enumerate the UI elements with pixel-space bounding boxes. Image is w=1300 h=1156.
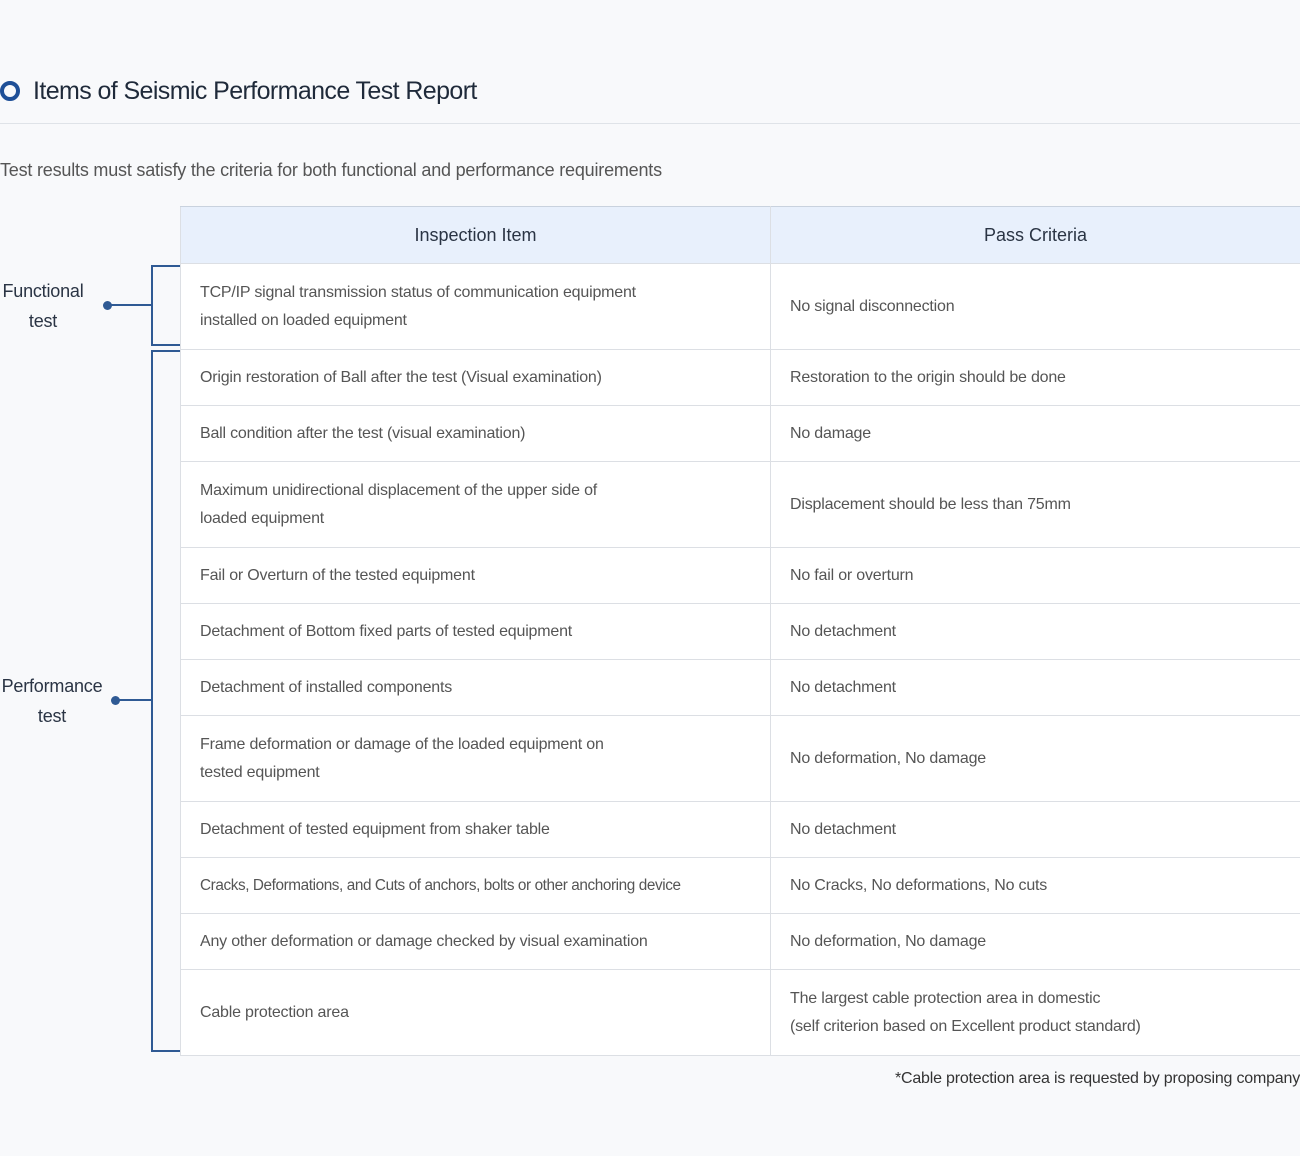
table-row: Ball condition after the test (visual ex… bbox=[180, 405, 1300, 462]
table-row: Detachment of tested equipment from shak… bbox=[180, 801, 1300, 858]
inspection-item-cell: Detachment of tested equipment from shak… bbox=[180, 801, 771, 858]
table-row: Fail or Overturn of the tested equipment… bbox=[180, 547, 1300, 604]
intro-text: Test results must satisfy the criteria f… bbox=[0, 160, 662, 180]
group-label-performance-line2: test bbox=[37, 706, 67, 726]
pass-criteria-cell: No fail or overturn bbox=[770, 547, 1300, 604]
group-label-performance: Performance test bbox=[0, 671, 104, 731]
pass-criteria-cell: Displacement should be less than 75mm bbox=[770, 461, 1300, 548]
table-row: Cracks, Deformations, and Cuts of anchor… bbox=[180, 857, 1300, 914]
table-row: Any other deformation or damage checked … bbox=[180, 913, 1300, 970]
table-row: Origin restoration of Ball after the tes… bbox=[180, 349, 1300, 406]
pass-criteria-cell: No Cracks, No deformations, No cuts bbox=[770, 857, 1300, 914]
circle-bullet-icon bbox=[0, 81, 20, 101]
functional-bracket bbox=[151, 265, 180, 346]
pass-criteria-cell: The largest cable protection area in dom… bbox=[770, 969, 1300, 1056]
inspection-item-cell: Cracks, Deformations, and Cuts of anchor… bbox=[180, 857, 771, 914]
table-row: TCP/IP signal transmission status of com… bbox=[180, 263, 1300, 350]
table-row: Detachment of installed components No de… bbox=[180, 659, 1300, 716]
group-label-functional-line1: Functional bbox=[2, 281, 84, 301]
footnote: *Cable protection area is requested by p… bbox=[894, 1070, 1300, 1087]
inspection-item-cell: Cable protection area bbox=[180, 969, 771, 1056]
functional-connector-dot bbox=[103, 301, 112, 310]
header-pass-criteria: Pass Criteria bbox=[770, 206, 1300, 264]
pass-criteria-cell: No deformation, No damage bbox=[770, 715, 1300, 802]
inspection-item-cell: Maximum unidirectional displacement of t… bbox=[180, 461, 771, 548]
table-row: Maximum unidirectional displacement of t… bbox=[180, 461, 1300, 548]
table-row: Cable protection area The largest cable … bbox=[180, 969, 1300, 1056]
pass-criteria-cell: Restoration to the origin should be done bbox=[770, 349, 1300, 406]
table-row: Detachment of Bottom fixed parts of test… bbox=[180, 603, 1300, 660]
header-inspection-item: Inspection Item bbox=[180, 206, 771, 264]
group-label-functional: Functional test bbox=[0, 276, 86, 336]
inspection-item-cell: TCP/IP signal transmission status of com… bbox=[180, 263, 771, 350]
group-label-performance-line1: Performance bbox=[1, 676, 103, 696]
pass-criteria-cell: No signal disconnection bbox=[770, 263, 1300, 350]
inspection-item-cell: Detachment of installed components bbox=[180, 659, 771, 716]
pass-criteria-cell: No detachment bbox=[770, 603, 1300, 660]
section-title: Items of Seismic Performance Test Report bbox=[33, 76, 477, 105]
pass-criteria-cell: No deformation, No damage bbox=[770, 913, 1300, 970]
section-heading: Items of Seismic Performance Test Report bbox=[0, 74, 477, 108]
pass-criteria-cell: No detachment bbox=[770, 801, 1300, 858]
performance-connector-dot bbox=[111, 696, 120, 705]
inspection-item-cell: Ball condition after the test (visual ex… bbox=[180, 405, 771, 462]
title-divider bbox=[0, 123, 1300, 124]
inspection-item-cell: Fail or Overturn of the tested equipment bbox=[180, 547, 771, 604]
pass-criteria-cell: No detachment bbox=[770, 659, 1300, 716]
performance-connector-line bbox=[118, 699, 152, 701]
table-header-row: Inspection Item Pass Criteria bbox=[180, 206, 1300, 264]
inspection-item-cell: Detachment of Bottom fixed parts of test… bbox=[180, 603, 771, 660]
criteria-table: Inspection Item Pass Criteria TCP/IP sig… bbox=[180, 206, 1300, 1056]
performance-bracket bbox=[151, 350, 180, 1052]
inspection-item-cell: Origin restoration of Ball after the tes… bbox=[180, 349, 771, 406]
inspection-item-cell: Any other deformation or damage checked … bbox=[180, 913, 771, 970]
pass-criteria-cell: No damage bbox=[770, 405, 1300, 462]
inspection-item-cell: Frame deformation or damage of the loade… bbox=[180, 715, 771, 802]
table-row: Frame deformation or damage of the loade… bbox=[180, 715, 1300, 802]
group-label-functional-line2: test bbox=[28, 311, 58, 331]
functional-connector-line bbox=[110, 304, 152, 306]
